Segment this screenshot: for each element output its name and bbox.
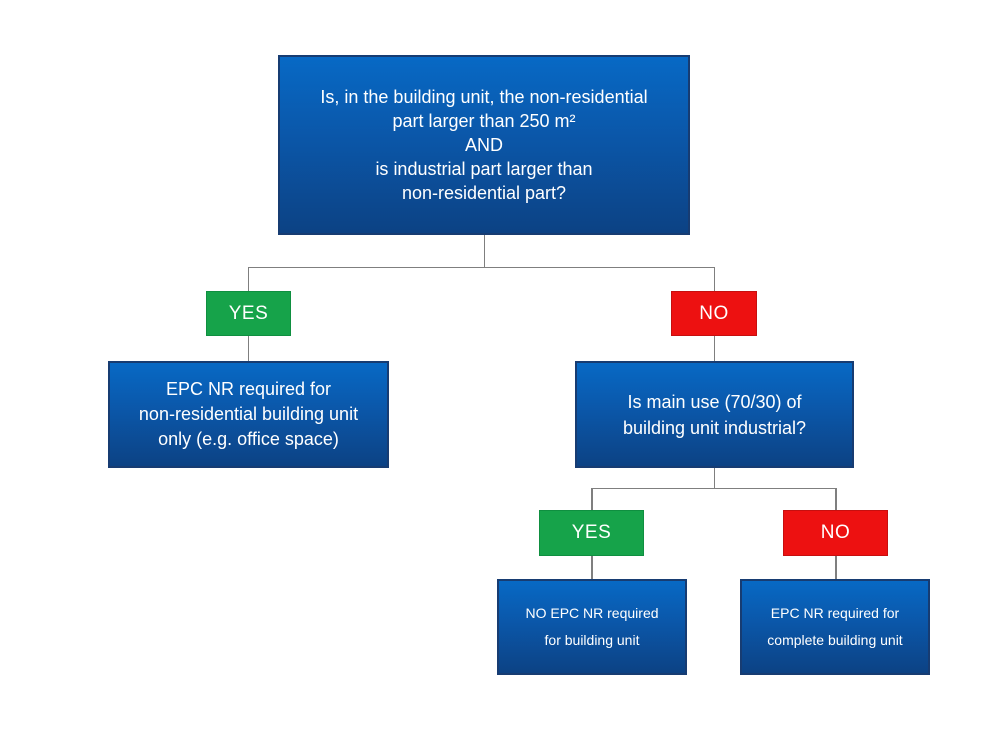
decision-box-industrial: Is main use (70/30) of building unit ind… [575,361,854,468]
decision-box-root: Is, in the building unit, the non-reside… [278,55,690,235]
branch-label-no-1: NO [671,291,757,336]
connector-level1-horizontal [247,266,715,268]
branch-label-no-2: NO [783,510,888,556]
connector-no2-to-outcome [835,556,837,579]
connector-yes2-to-outcome [591,556,593,579]
outcome-box-nonresidential-text: EPC NR required for non-residential buil… [138,379,359,449]
outcome-box-complete-unit-text: EPC NR required for complete building un… [767,605,903,648]
connector-level2-yes-drop [591,487,593,511]
connector-yes1-to-outcome [247,336,249,361]
outcome-box-no-epc-text: NO EPC NR required for building unit [525,605,659,648]
branch-label-no-2-text: NO [820,522,851,543]
branch-label-yes-1-text: YES [228,302,269,324]
connector-level2-horizontal [591,487,837,489]
decision-box-root-text: Is, in the building unit, the non-reside… [320,87,648,203]
connector-level2-no-drop [835,487,837,511]
decision-box-industrial-text: Is main use (70/30) of building unit ind… [622,391,807,438]
branch-label-yes-2: YES [539,510,644,556]
connector-level1-yes-drop [247,266,249,292]
connector-level1-no-drop [713,266,715,292]
outcome-box-nonresidential: EPC NR required for non-residential buil… [108,361,389,468]
connector-question2-stem [713,468,715,488]
branch-label-yes-1: YES [206,291,291,336]
outcome-box-complete-unit: EPC NR required for complete building un… [740,579,930,675]
branch-label-yes-2-text: YES [571,522,612,543]
branch-label-no-1-text: NO [699,302,729,324]
connector-root-stem [483,235,485,268]
connector-no1-to-question [713,336,715,361]
outcome-box-no-epc: NO EPC NR required for building unit [497,579,687,675]
